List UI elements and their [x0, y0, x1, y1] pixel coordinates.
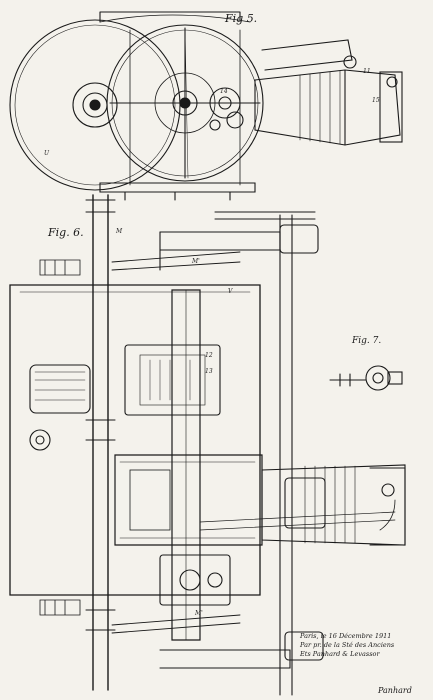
part-label-13: 13 [205, 368, 213, 375]
part-label-12: 12 [205, 352, 213, 359]
fig5-flywheel-view [9, 11, 403, 201]
part-label-u: U [44, 150, 50, 157]
part-label-m-prime-top: M' [192, 258, 200, 265]
fig5-cylinder [254, 39, 403, 146]
fig6-plan-view [9, 194, 406, 696]
fig7-detail [329, 365, 403, 391]
signature-line-date: Paris, le 16 Décembre 1911 [300, 632, 392, 640]
signature-line-proxy: Par pr. de la Sté des Anciens [300, 641, 395, 649]
signature-line-company: Ets Panhard & Levassor [300, 650, 380, 658]
signature-block: Paris, le 16 Décembre 1911 Par pr. de la… [300, 632, 428, 659]
part-label-11: 11 [363, 68, 371, 75]
part-label-15: 15 [372, 97, 380, 104]
fig6-cylinder [261, 464, 406, 546]
part-label-m-prime-bottom: M' [195, 610, 203, 617]
part-label-14: 14 [220, 88, 228, 95]
part-label-m: M [116, 228, 123, 235]
handwritten-signature: Panhard [378, 686, 412, 695]
figure-6-label: Fig. 6. [48, 226, 84, 239]
figure-7-label: Fig. 7. [352, 336, 382, 346]
figure-5-label: Fig 5. [225, 12, 258, 25]
part-label-v: V [228, 288, 233, 295]
